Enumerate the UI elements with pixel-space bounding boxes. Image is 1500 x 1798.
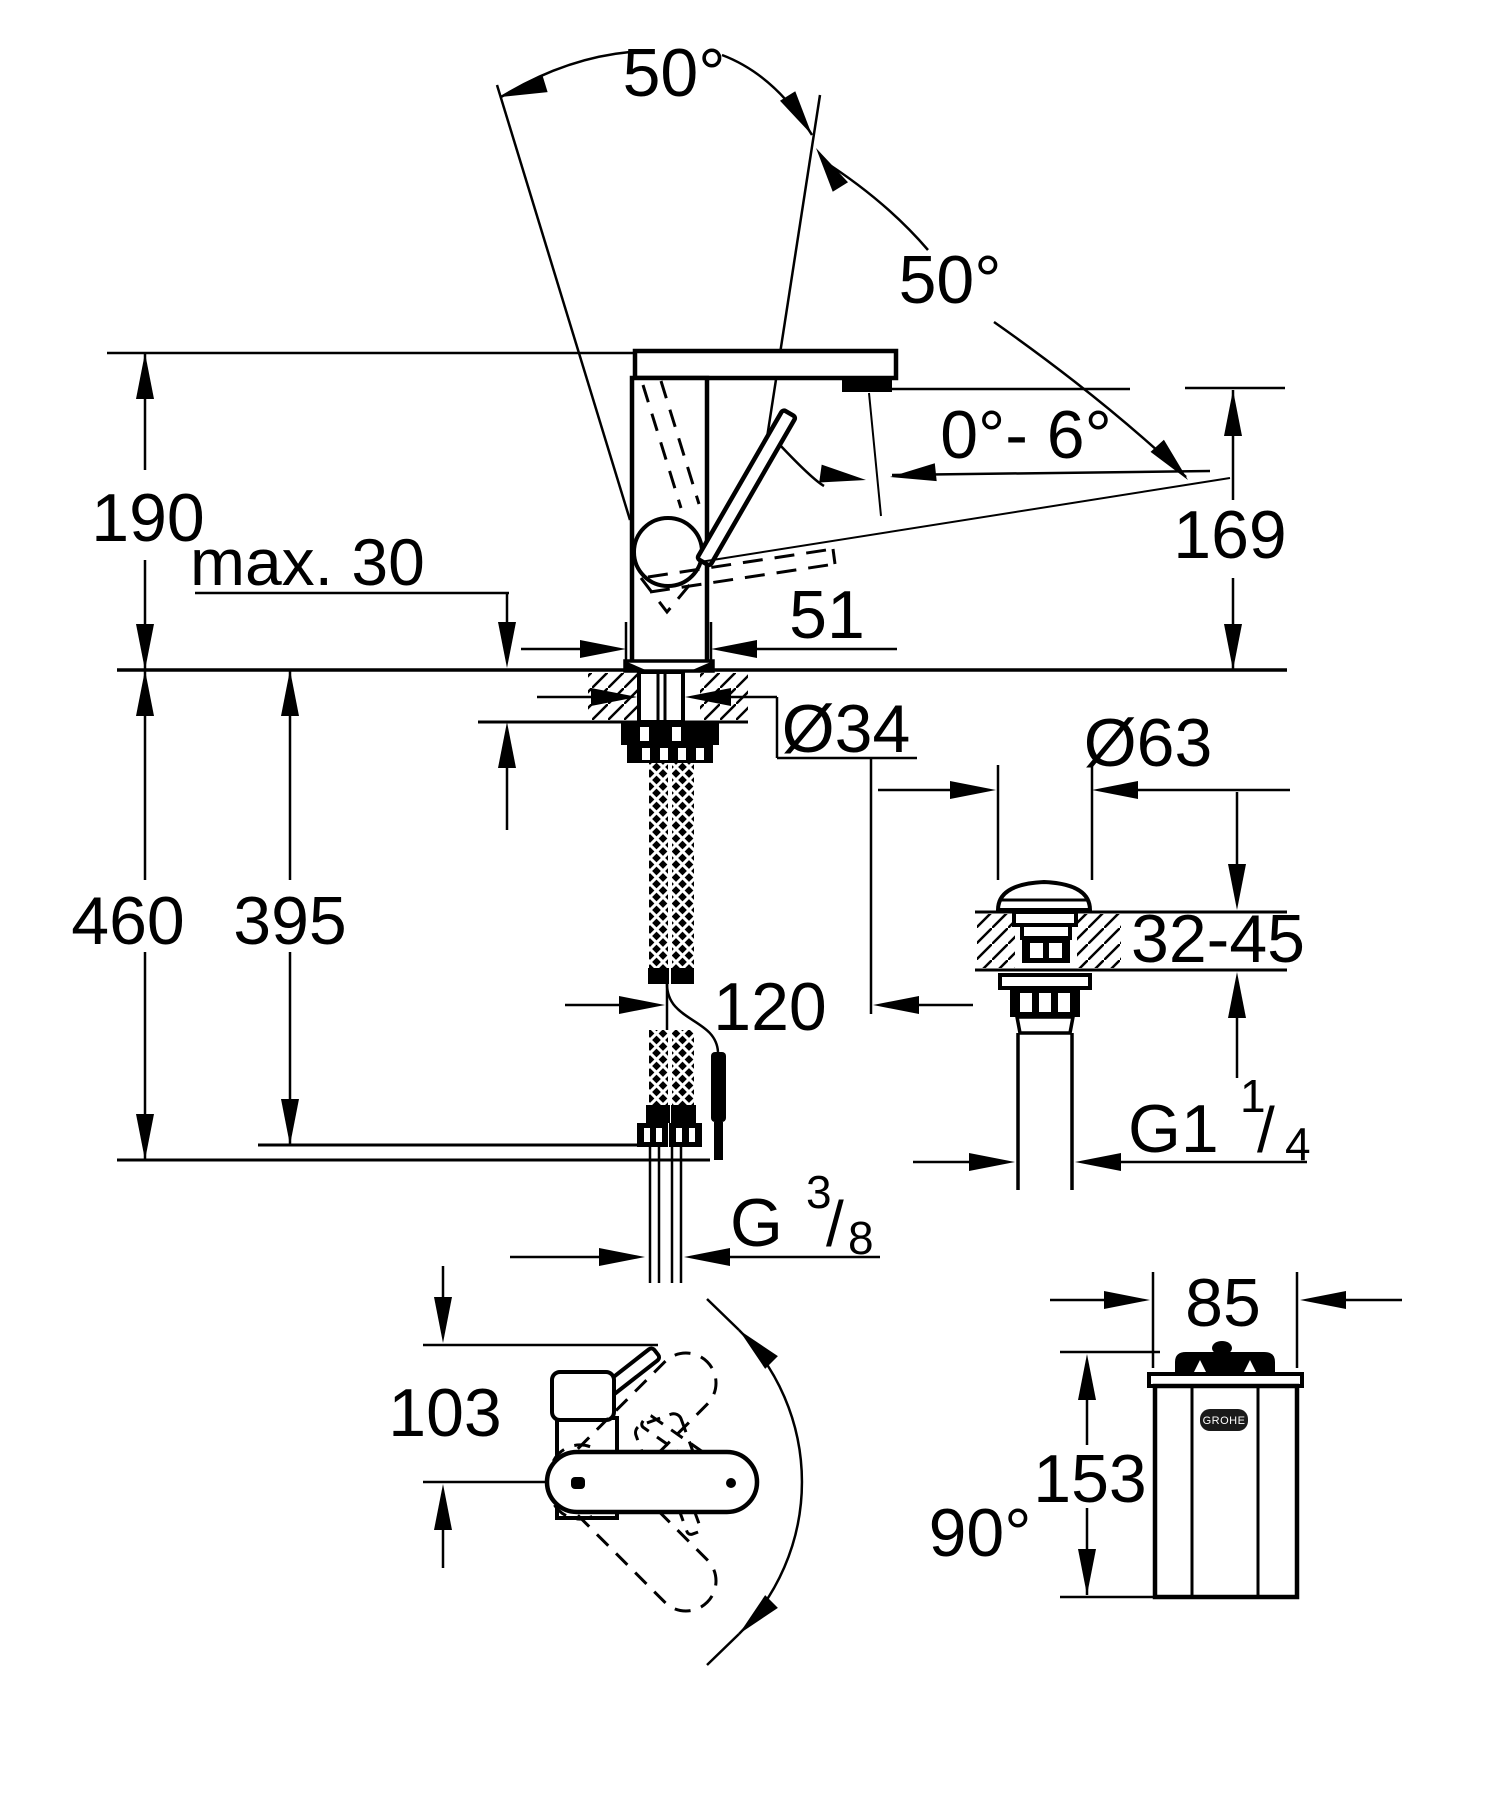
- grohe-badge: [1200, 1409, 1248, 1431]
- dim-label-32-45: 32-45: [1131, 901, 1305, 977]
- dim-label-51: 51: [789, 577, 865, 653]
- pop-up-waste-view: [878, 765, 1307, 1190]
- dim-label-d63: Ø63: [1084, 705, 1213, 781]
- grohe-logo-text: GROHE: [1203, 1415, 1246, 1427]
- faucet-top-view: [423, 1266, 804, 1666]
- g38-sub: 8: [848, 1212, 874, 1264]
- dim-label-85: 85: [1185, 1265, 1261, 1341]
- dim-label-g114: G1 1 / 4: [1128, 1070, 1311, 1170]
- faucet-side-view: [107, 50, 1287, 1283]
- g114-sup: 1: [1240, 1070, 1266, 1122]
- dim-label-90deg: 90°: [929, 1495, 1032, 1571]
- dim-label-153: 153: [1033, 1441, 1146, 1517]
- dim-label-max-30: max. 30: [190, 525, 425, 599]
- faucet-rear-view: GROHE: [1050, 1272, 1402, 1600]
- dim-label-103: 103: [388, 1375, 501, 1451]
- dim-label-190: 190: [91, 480, 204, 556]
- dim-label-swivel-right: 50°: [899, 242, 1002, 318]
- g114-slash: /: [1257, 1094, 1275, 1166]
- dim-label-d34: Ø34: [782, 691, 911, 767]
- g114-sub: 4: [1285, 1118, 1311, 1170]
- g38-base: G: [730, 1185, 783, 1261]
- dim-label-120: 120: [713, 969, 826, 1045]
- dim-label-395: 395: [233, 883, 346, 959]
- dim-label-169: 169: [1173, 497, 1286, 573]
- dim-label-g38: G 3 / 8: [730, 1166, 874, 1264]
- g114-base: G1: [1128, 1091, 1219, 1167]
- g38-slash: /: [826, 1188, 844, 1260]
- g38-sup: 3: [806, 1166, 832, 1218]
- dimension-labels: 50° 50° 0°- 6° 190 max. 30 169 51 Ø34 Ø6…: [71, 35, 1310, 1571]
- dim-label-tilt-range: 0°- 6°: [940, 397, 1112, 473]
- dim-label-460: 460: [71, 883, 184, 959]
- dim-label-swivel-left: 50°: [623, 35, 726, 111]
